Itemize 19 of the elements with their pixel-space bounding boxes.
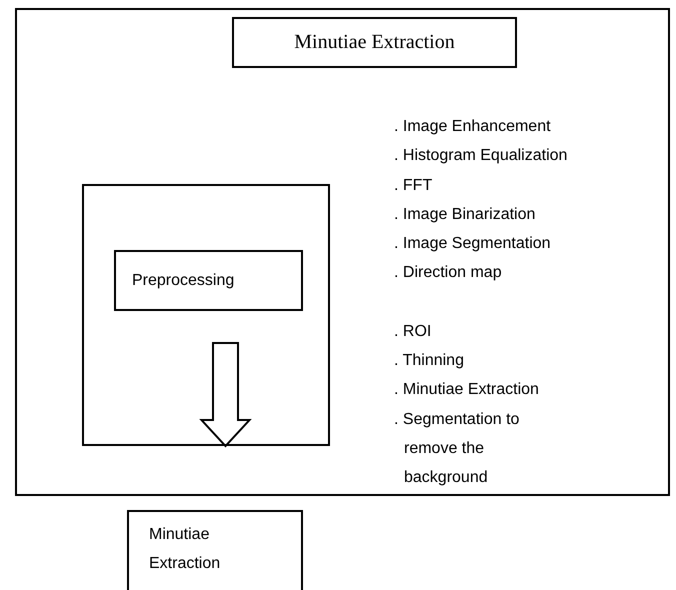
list-item: . Image Segmentation xyxy=(394,234,551,254)
process-box xyxy=(114,250,303,311)
list-item: . Minutiae Extraction xyxy=(394,380,539,400)
box-label: Minutiae Extraction xyxy=(149,525,222,574)
box-frame xyxy=(82,184,330,446)
list-item: . ROI xyxy=(394,322,432,342)
block-arrow xyxy=(199,342,252,448)
box-label: Preprocessing xyxy=(132,271,234,291)
list-item: . Direction map xyxy=(394,263,502,284)
list-item: . Image Binarization xyxy=(394,204,536,225)
title-text: Minutiae Extraction xyxy=(294,31,455,54)
list-item: . Image Enhancement xyxy=(394,117,551,137)
list-item: . Segmentation to remove the background xyxy=(394,410,520,488)
open-box xyxy=(127,510,303,590)
title-box xyxy=(232,17,517,68)
list-item: . Thinning xyxy=(394,351,464,372)
list-item: . Histogram Equalization xyxy=(394,146,568,166)
list-item: . FFT xyxy=(394,176,432,196)
outer-frame xyxy=(15,8,670,496)
